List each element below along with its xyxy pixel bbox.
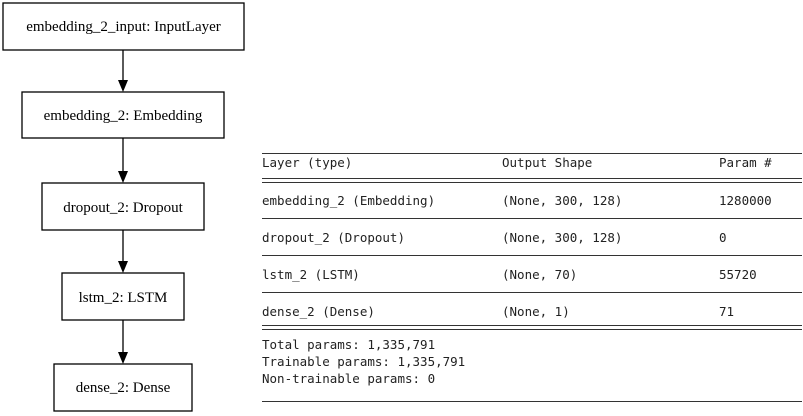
row-params: 1280000 bbox=[719, 193, 772, 208]
node-dropout-2: dropout_2: Dropout bbox=[41, 182, 205, 231]
summary-top-rule bbox=[262, 153, 802, 154]
arrowhead-icon bbox=[118, 352, 128, 364]
node-label: embedding_2: Embedding bbox=[44, 108, 203, 124]
node-box bbox=[53, 363, 193, 412]
row-output-shape: (None, 70) bbox=[502, 267, 578, 282]
row-params: 71 bbox=[719, 304, 735, 319]
trainable-params: Trainable params: 1,335,791 bbox=[262, 354, 466, 369]
edge-lstm-to-dense bbox=[118, 320, 128, 364]
edge-embedding-to-dropout bbox=[118, 138, 128, 183]
node-label: dropout_2: Dropout bbox=[63, 200, 183, 216]
table-row: dropout_2 (Dropout) (None, 300, 128) 0 bbox=[262, 229, 802, 246]
node-label: lstm_2: LSTM bbox=[79, 290, 168, 306]
node-embedding-2: embedding_2: Embedding bbox=[21, 91, 225, 139]
node-lstm-2: lstm_2: LSTM bbox=[61, 272, 185, 321]
node-label: dense_2: Dense bbox=[76, 380, 171, 396]
node-box bbox=[21, 91, 225, 139]
row-layer: dropout_2 (Dropout) bbox=[262, 230, 405, 245]
total-params: Total params: 1,335,791 bbox=[262, 337, 436, 352]
header-params: Param # bbox=[719, 155, 772, 170]
arrowhead-icon bbox=[118, 261, 128, 273]
table-row: lstm_2 (LSTM) (None, 70) 55720 bbox=[262, 266, 802, 283]
model-summary: Layer (type) Output Shape Param # embedd… bbox=[262, 153, 802, 402]
row-output-shape: (None, 300, 128) bbox=[502, 193, 623, 208]
row-layer: embedding_2 (Embedding) bbox=[262, 193, 436, 208]
row-layer: lstm_2 (LSTM) bbox=[262, 267, 360, 282]
row-output-shape: (None, 1) bbox=[502, 304, 570, 319]
edge-dropout-to-lstm bbox=[118, 230, 128, 273]
model-graph: embedding_2_input: InputLayer embedding_… bbox=[2, 2, 245, 412]
arrowhead-icon bbox=[118, 171, 128, 183]
arrowhead-icon bbox=[118, 80, 128, 92]
edge-input-to-embedding bbox=[118, 50, 128, 92]
node-dense-2: dense_2: Dense bbox=[53, 363, 193, 412]
node-embedding-2-input: embedding_2_input: InputLayer bbox=[2, 2, 245, 51]
summary-header-row: Layer (type) Output Shape Param # bbox=[262, 154, 802, 171]
node-box bbox=[2, 2, 245, 51]
summary-header-rule bbox=[262, 178, 802, 183]
row-separator bbox=[262, 218, 802, 219]
node-label: embedding_2_input: InputLayer bbox=[26, 19, 221, 35]
row-separator bbox=[262, 292, 802, 293]
table-row: dense_2 (Dense) (None, 1) 71 bbox=[262, 303, 802, 320]
row-params: 55720 bbox=[719, 267, 757, 282]
header-output-shape: Output Shape bbox=[502, 155, 593, 170]
row-output-shape: (None, 300, 128) bbox=[502, 230, 623, 245]
summary-bottom-rule bbox=[262, 401, 802, 402]
non-trainable-params: Non-trainable params: 0 bbox=[262, 371, 436, 386]
row-separator bbox=[262, 255, 802, 256]
summary-footer-rule bbox=[262, 325, 802, 330]
row-params: 0 bbox=[719, 230, 727, 245]
node-box bbox=[41, 182, 205, 231]
row-layer: dense_2 (Dense) bbox=[262, 304, 375, 319]
header-layer: Layer (type) bbox=[262, 155, 353, 170]
table-row: embedding_2 (Embedding) (None, 300, 128)… bbox=[262, 192, 802, 209]
